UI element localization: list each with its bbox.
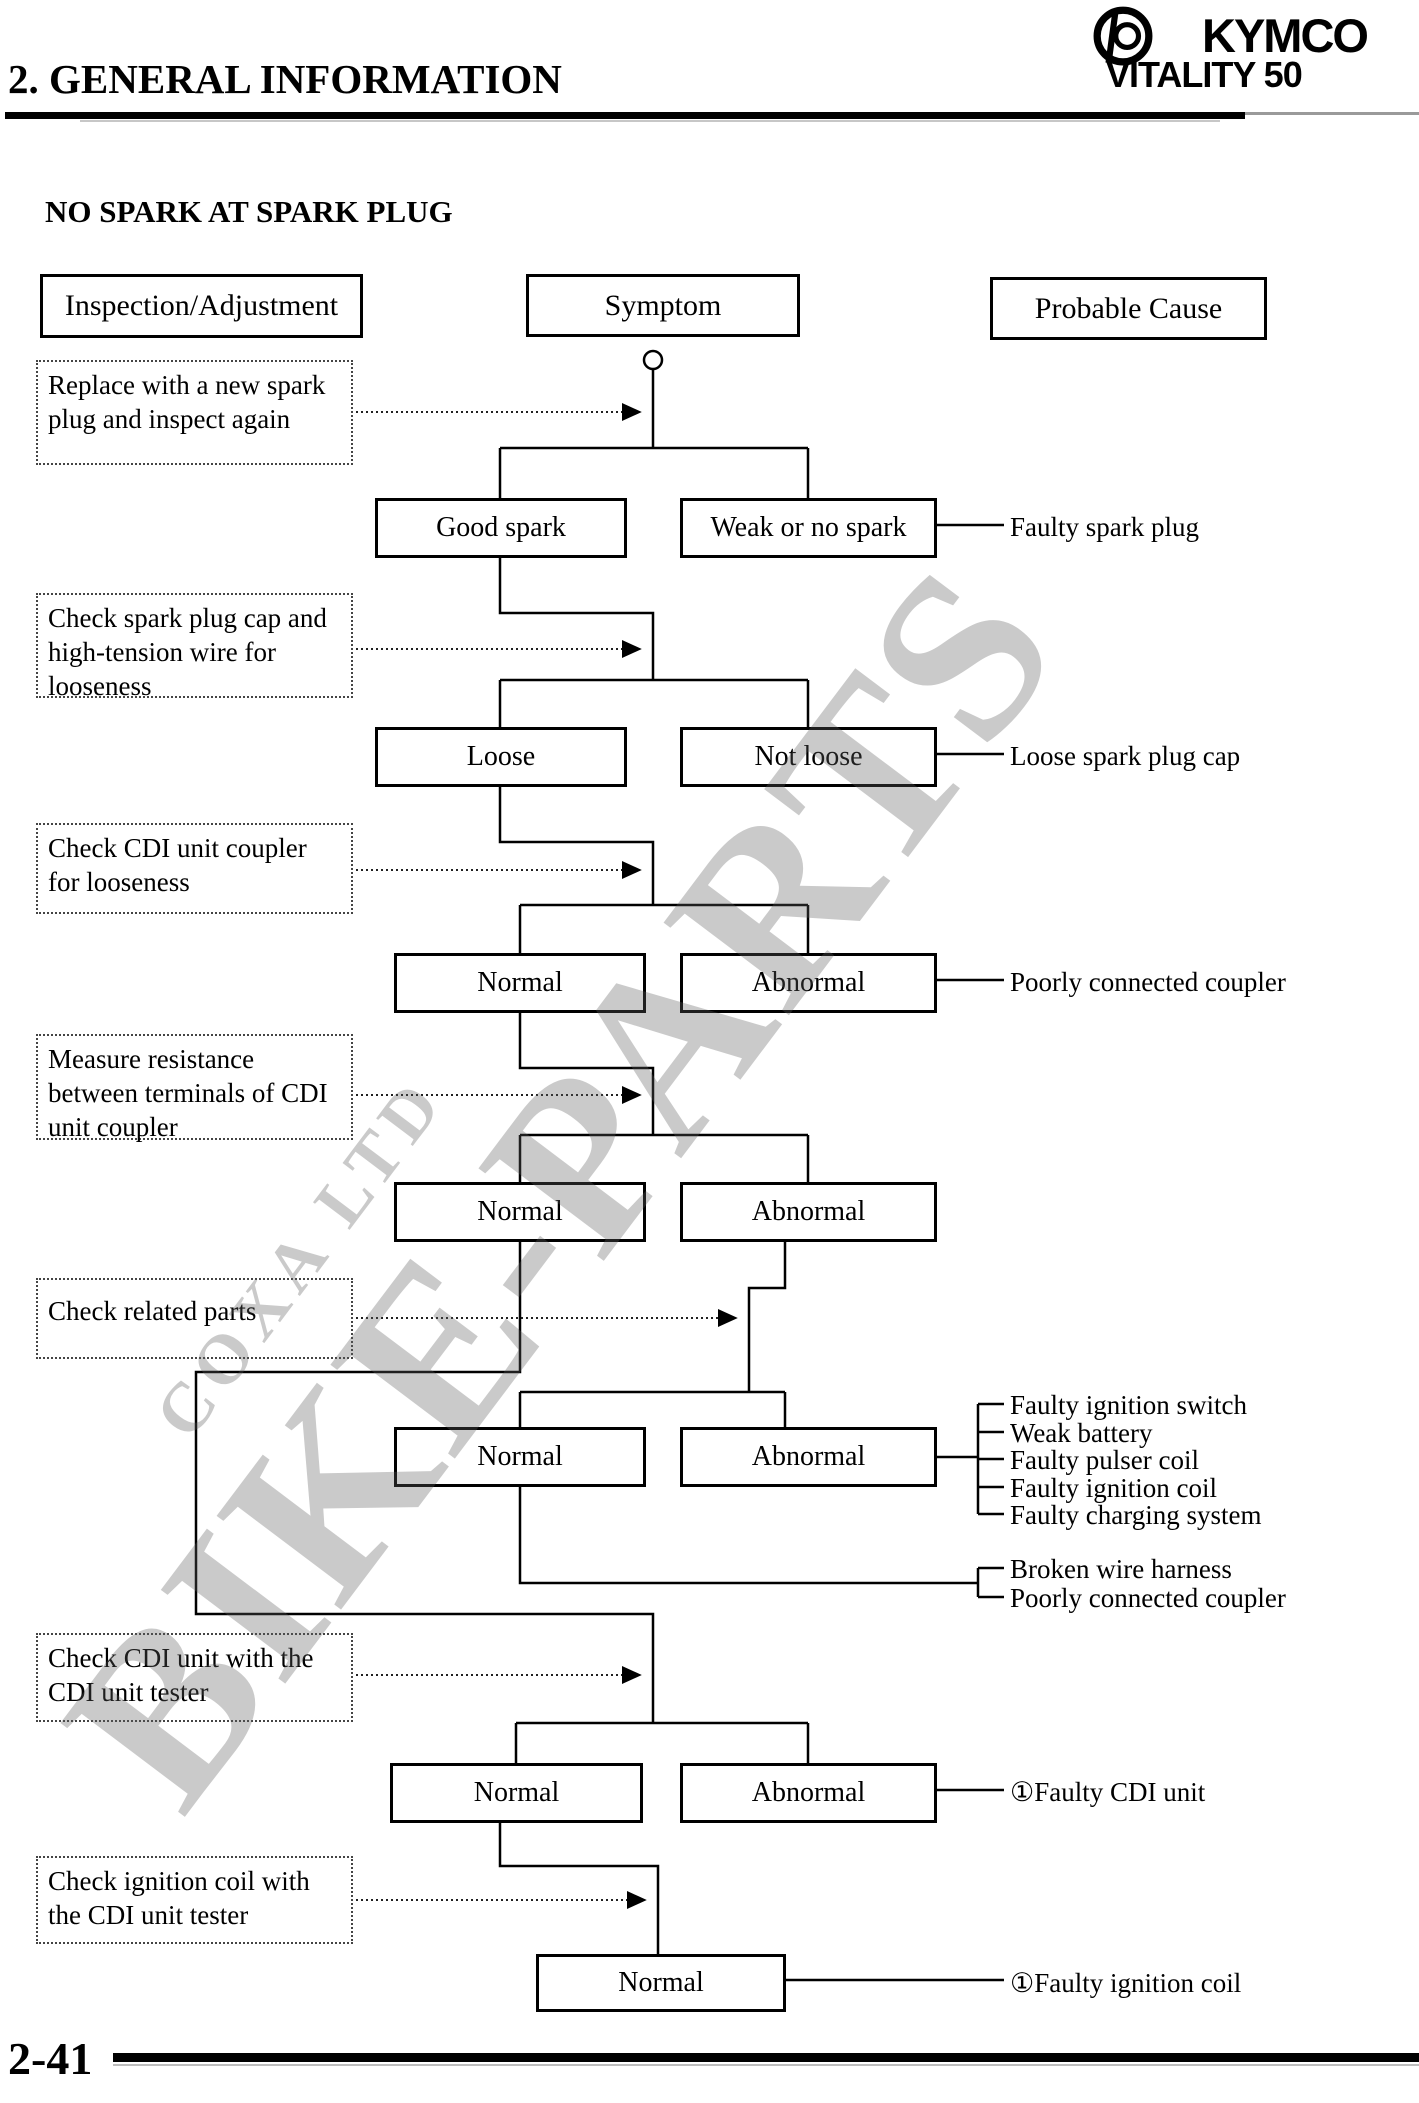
cause-text: Loose spark plug cap [1010,741,1241,771]
branch-5 [518,1390,787,1427]
footer-rule-shadow [113,2064,1419,2066]
branch-3 [518,903,810,953]
cause-bracket-1 [976,1402,1004,1516]
header-rule-shadow [80,120,1220,122]
flow-box-normal: Normal [390,1763,643,1823]
flow-box-good-spark: Good spark [375,498,627,558]
header-rule-gray [1245,112,1419,115]
s-path-2 [498,781,655,905]
cause-list-item: Poorly connected coupler [1010,1583,1286,1613]
cause-list-item: Faulty ignition coil [1010,1473,1217,1503]
section-title: 2. GENERAL INFORMATION [8,56,562,102]
flow-box-loose: Loose [375,727,627,787]
flow-box-weak-or-no-spark: Weak or no spark [680,498,937,558]
feeder-abnormal-4 [747,1236,787,1392]
cause-bracket-2 [976,1566,1004,1599]
inspection-step: Measure resistance between terminals of … [36,1034,353,1142]
inspection-step: Check CDI unit with the CDI unit tester [36,1633,353,1722]
footer-rule [113,2053,1419,2062]
cause-list-item: Weak battery [1010,1418,1153,1448]
flow-box-normal: Normal [394,1182,646,1242]
inspection-step: Check ignition coil with the CDI unit te… [36,1856,353,1944]
flow-box-normal-final: Normal [536,1954,786,2012]
s-path-3 [518,1007,655,1135]
model-name: VITALITY 50 [1106,54,1303,95]
flow-box-abnormal: Abnormal [680,1763,937,1823]
column-header-symptom: Symptom [526,274,800,337]
page-title: NO SPARK AT SPARK PLUG [45,194,453,229]
flow-box-normal: Normal [394,953,646,1013]
cause-list-item: Faulty charging system [1010,1500,1262,1530]
branch-2 [498,678,810,727]
flow-box-abnormal: Abnormal [680,953,937,1013]
cause-text: Faulty spark plug [1010,512,1199,542]
header-rule [5,112,1245,119]
inspection-step: Check related parts [36,1278,353,1359]
tail-normal-6 [498,1817,660,1954]
cause-text: ①Faulty ignition coil [1010,1968,1242,1998]
tail-normal-5 [518,1481,978,1585]
branch-4 [518,1133,810,1182]
cause-text: Poorly connected coupler [1010,967,1286,997]
flow-box-not-loose: Not loose [680,727,937,787]
flow-box-abnormal: Abnormal [680,1427,937,1487]
inspection-step: Replace with a new spark plug and inspec… [36,360,353,465]
inspection-step: Check CDI unit coupler for looseness [36,823,353,914]
flow-start-node [642,349,664,371]
branch-1 [498,446,810,498]
brand-name: KYMCO [1202,9,1369,62]
cause-list-item: Faulty ignition switch [1010,1390,1248,1420]
inspection-step: Check spark plug cap and high-tension wi… [36,593,353,701]
page-number: 2-41 [8,2033,93,2084]
flow-box-normal: Normal [394,1427,646,1487]
column-header-inspection: Inspection/Adjustment [40,274,363,338]
branch-6 [514,1721,810,1763]
cause-text: ①Faulty CDI unit [1010,1777,1206,1807]
long-loop-path [194,1236,655,1723]
flow-box-abnormal: Abnormal [680,1182,937,1242]
cause-list-item: Faulty pulser coil [1010,1445,1199,1475]
kymco-logo-icon [1093,6,1153,66]
s-path-1 [498,552,655,680]
column-header-probable-cause: Probable Cause [990,277,1267,340]
cause-list-item: Broken wire harness [1010,1554,1232,1584]
